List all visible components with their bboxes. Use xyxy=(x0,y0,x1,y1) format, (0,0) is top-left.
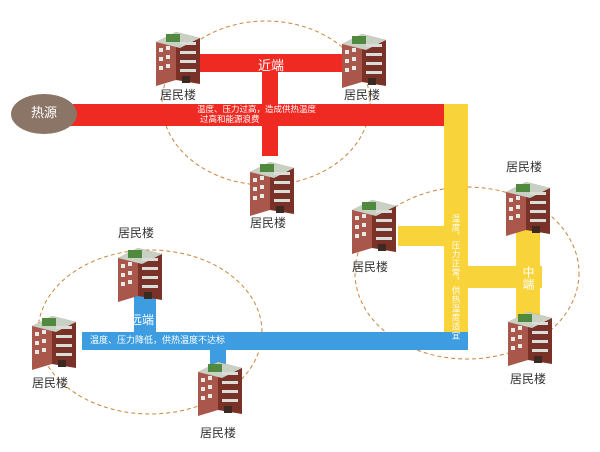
building-label: 居民楼 xyxy=(200,426,237,440)
residential-building-icon xyxy=(118,248,162,302)
yellow-branch-left xyxy=(398,226,456,246)
building-label: 居民楼 xyxy=(344,88,381,102)
red-riser xyxy=(262,54,278,156)
building-label: 居民楼 xyxy=(250,216,287,230)
near-pipes xyxy=(58,54,450,156)
middle-pipes xyxy=(398,104,542,334)
residential-building-icon xyxy=(198,362,242,416)
residential-building-icon xyxy=(352,200,396,254)
blue-riser xyxy=(134,290,156,336)
residential-building-icon xyxy=(508,312,552,366)
near-zone-note-line2: 过高和能源浪费 xyxy=(200,115,260,125)
building-label: 居民楼 xyxy=(160,88,197,102)
heat-source-label: 热源 xyxy=(30,106,57,121)
far-zone-note: 温度、压力降低，供热温度不达标 xyxy=(90,336,226,346)
main-red-pipe xyxy=(58,104,450,126)
building-label: 居民楼 xyxy=(510,372,547,386)
residential-building-icon xyxy=(506,182,550,236)
residential-building-icon xyxy=(32,316,76,370)
building-label: 居民楼 xyxy=(352,260,389,274)
blue-main-pipe xyxy=(82,332,468,350)
building-label: 居民楼 xyxy=(506,160,543,174)
middle-zone-note: 温度、压力正常，供热温度适宜 xyxy=(450,214,460,340)
residential-building-icon xyxy=(250,162,294,216)
middle-zone-label: 中端 xyxy=(521,266,535,290)
near-zone-outline xyxy=(161,20,371,186)
building-label: 居民楼 xyxy=(118,226,155,240)
far-pipes xyxy=(82,290,468,370)
yellow-riser xyxy=(516,222,540,322)
far-zone-label: 远端 xyxy=(130,313,155,327)
residential-building-icon xyxy=(156,32,200,86)
blue-drop xyxy=(210,338,226,370)
heat-source-bubble xyxy=(11,94,77,134)
yellow-main-vertical xyxy=(444,104,468,334)
residential-building-icon xyxy=(342,34,386,88)
building-label: 居民楼 xyxy=(32,376,69,390)
middle-zone-outline xyxy=(354,186,580,360)
near-zone-note-line1: 温度、压力过高，造成供热温度 xyxy=(197,105,317,115)
near-zone-label: 近端 xyxy=(258,59,285,74)
